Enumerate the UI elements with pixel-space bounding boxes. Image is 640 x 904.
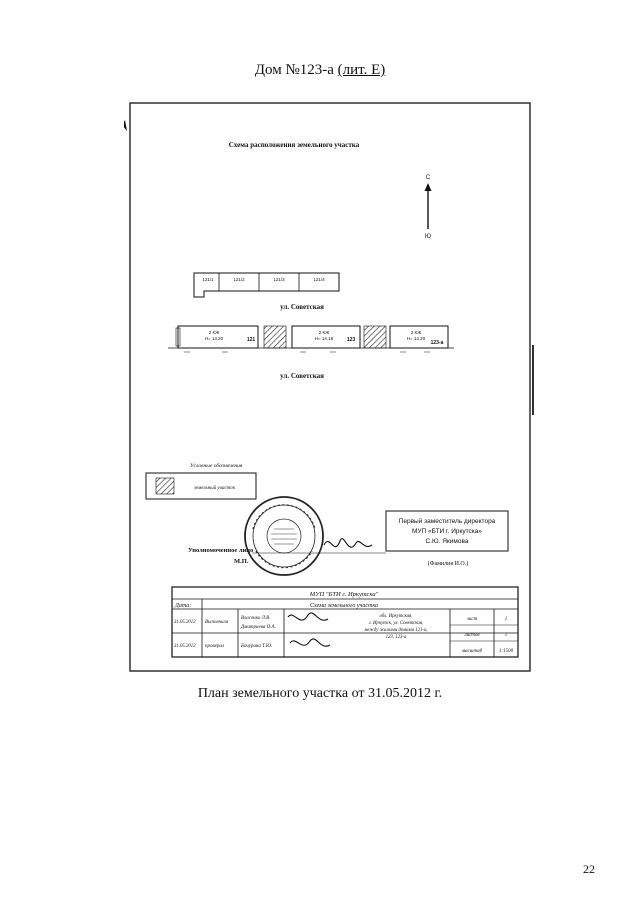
compass-north: С [426, 175, 431, 181]
page-title: Дом №123-а (лит. Е) [0, 62, 640, 79]
legend-title: Условные обозначения [190, 462, 243, 469]
table-org: МУП "БТИ г. Иркутска" [309, 591, 379, 598]
scanned-plan-drawing: Схема расположения земельного участка С … [124, 102, 534, 672]
strip-label: 121/4 [313, 277, 325, 282]
street-label-upper: ул. Советская [280, 303, 324, 311]
building-123a: 2 КЖ Н= 14.20 123-а [389, 325, 449, 349]
scan-edge [532, 345, 534, 415]
scale-value: 1:1500 [499, 649, 514, 654]
title-block: МУП "БТИ г. Иркутска" Дата: Схема земель… [171, 586, 519, 658]
stamp-line: С.Ю. Якимова [426, 538, 469, 545]
sheets-label: листов [463, 633, 480, 638]
address-line: между жилыми домами 121-а, [363, 628, 427, 633]
table-scheme-header: Схема земельного участка [310, 603, 378, 609]
hatched-plot [263, 325, 287, 349]
building-label: 2 КЖ [319, 330, 330, 335]
scan-frame [129, 102, 531, 672]
row-role: Выполнила [205, 620, 229, 625]
building-height: Н= 14.18 [315, 336, 334, 341]
scale-label: масштаб [461, 649, 483, 654]
legend-hatch-swatch [155, 477, 175, 495]
row-person: Власенко Л.В. [241, 616, 271, 621]
building-121: 2 КЖ Н= 14.20 121 [175, 325, 259, 349]
building-label: 2 КЖ [209, 330, 220, 335]
row-person-2: Дмитриева О.А. [240, 625, 276, 630]
stamp-line: Первый заместитель директора [399, 517, 496, 525]
strip-label: 121/2 [233, 277, 245, 282]
scanned-plan: Схема расположения земельного участка С … [124, 95, 534, 675]
building-number: 123 [347, 337, 356, 343]
building-number: 123-а [431, 340, 444, 346]
building-height: Н= 14.20 [205, 336, 224, 341]
director-stamp: Первый заместитель директора МУП «БТИ г.… [385, 510, 509, 552]
page-title-liter: (лит. Е) [337, 62, 386, 78]
row-date: 31.05.2012 [174, 620, 196, 625]
sheet-value: 1 [505, 617, 508, 622]
strip-label: 121/3 [273, 277, 285, 282]
row-person: Бачурина Т.Ю. [240, 644, 272, 649]
fio-label: (Фамилия И.О.) [428, 560, 469, 567]
authorized-label: Уполномоченное лицо [188, 547, 253, 554]
building-label: 2 КЖ [411, 330, 422, 335]
page-number: 22 [583, 862, 595, 876]
stamp-line: МУП «БТИ г. Иркутска» [412, 528, 482, 535]
scheme-title: Схема расположения земельного участка [229, 141, 360, 149]
address-line: г. Иркутск, ул. Советская, [369, 621, 424, 626]
top-plot-strip: 121/1 121/2 121/3 121/4 [193, 272, 340, 298]
mp-label: М.П. [234, 558, 249, 565]
legend-item: земельный участок [193, 485, 236, 491]
strip-label: 121/1 [202, 277, 214, 282]
figure-caption: План земельного участка от 31.05.2012 г. [197, 686, 443, 701]
building-number: 121 [247, 337, 256, 343]
signature-mark [323, 538, 373, 548]
street-label-lower: ул. Советская [280, 372, 324, 380]
sheets-value: 1 [505, 633, 508, 638]
binding-mark [124, 120, 127, 131]
page-title-prefix: Дом №123-а [254, 62, 338, 78]
building-123: 2 КЖ Н= 14.18 123 [291, 325, 361, 349]
compass-south: Ю [425, 234, 431, 240]
address-line: обл. Иркутская, [380, 614, 413, 619]
signature-mark [287, 612, 329, 621]
legend: Условные обозначения земельный участок [145, 462, 257, 500]
building-row: 2 КЖ Н= 14.20 121 2 КЖ Н= 14.18 123 2 КЖ… [168, 325, 454, 353]
building-height: Н= 14.20 [407, 336, 426, 341]
row-date: 31.05.2012 [174, 644, 196, 649]
signature-mark [289, 638, 331, 647]
official-seal [244, 496, 324, 576]
hatched-plot [363, 325, 387, 349]
compass-arrow-icon: С Ю [424, 175, 432, 240]
table-date-header: Дата: [174, 603, 191, 609]
address-line: 123, 123-а [386, 635, 407, 640]
row-role: проверил [205, 644, 224, 649]
sheet-label: лист [466, 617, 478, 622]
